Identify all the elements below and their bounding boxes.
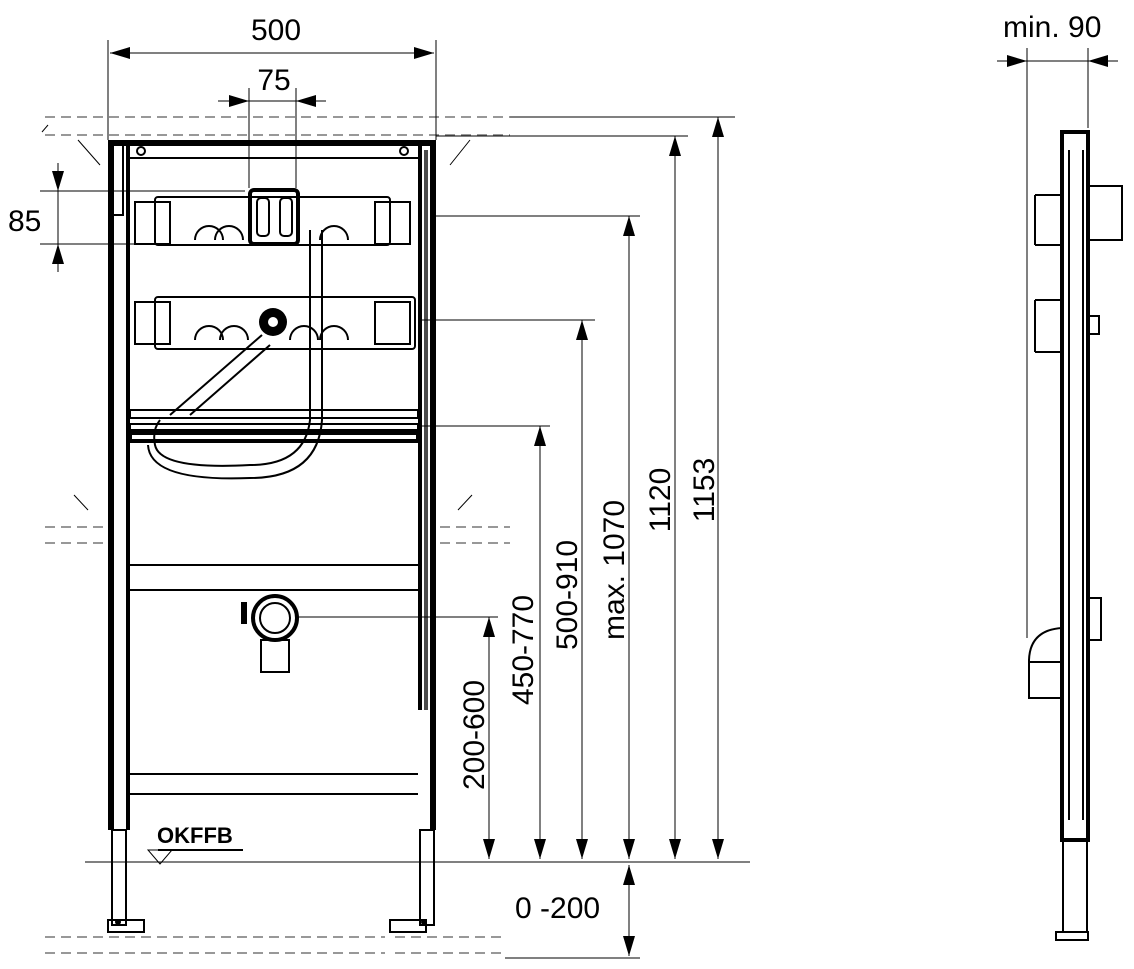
dim-label-1153: 1153	[688, 458, 721, 523]
mid-wall-hatch	[45, 494, 510, 544]
upper-bracket	[134, 188, 411, 246]
vertical-dimensions: 1153 1120 max. 1070 500-910 450-770 200-…	[297, 116, 735, 859]
depth-label: min. 90	[1003, 11, 1101, 44]
floor-reference: OKFFB	[85, 823, 750, 865]
lower-bracket	[134, 296, 416, 350]
front-view: OKFFB 500 75 85	[8, 14, 750, 959]
spacing-label: 75	[257, 64, 290, 97]
dim-label-200-600: 200-600	[458, 680, 491, 790]
frame-legs	[107, 773, 435, 933]
width-dimension: 500	[107, 14, 437, 140]
bracket-height-dimension: 85	[8, 163, 245, 272]
dim-label-500-910: 500-910	[551, 540, 584, 650]
dim-label-1120: 1120	[644, 468, 677, 533]
side-view: min. 90	[997, 11, 1123, 941]
okffb-label: OKFFB	[157, 823, 233, 848]
bracket-height-label: 85	[8, 205, 41, 238]
dim-label-max-1070: max. 1070	[598, 500, 631, 640]
floor-hatch	[45, 936, 505, 954]
spacing-dimension: 75	[218, 64, 326, 188]
dim-label-450-770: 450-770	[507, 595, 540, 705]
foot-adjustment-dimension: 0 -200	[505, 865, 640, 959]
width-label: 500	[251, 14, 301, 47]
supply-hoses	[147, 230, 323, 480]
drain-outlet	[241, 594, 299, 673]
mounting-rail	[128, 409, 420, 591]
foot-adjustment-label: 0 -200	[515, 892, 600, 925]
ceiling-wall-hatch	[41, 116, 510, 166]
frame	[108, 140, 436, 830]
